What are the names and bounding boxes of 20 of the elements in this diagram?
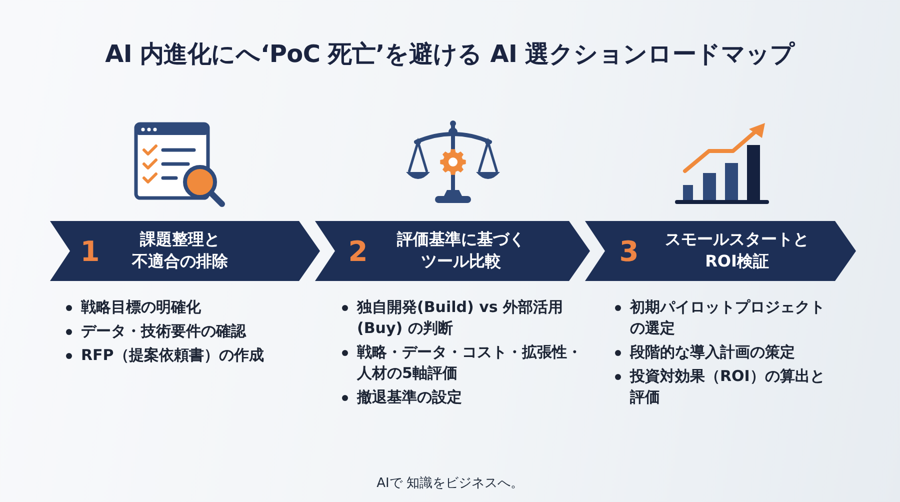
bullet-item: データ・技術要件の確認 bbox=[64, 321, 296, 342]
step-title: 評価基準に基づくツール比較 bbox=[397, 228, 525, 273]
bullet-item: 戦略・データ・コスト・拡張性・人材の5軸評価 bbox=[340, 342, 589, 384]
bullet-item: 独自開発(Build) vs 外部活用(Buy) の判断 bbox=[340, 297, 589, 339]
page-title: AI 内進化にへ‘PoC 死亡’を避ける AI 選クションロードマップ bbox=[105, 40, 795, 68]
bullet-item: 投資対効果（ROI）の算出と評価 bbox=[613, 366, 839, 408]
bullet-item: 戦略目標の明確化 bbox=[64, 297, 296, 318]
tagline: AIで 知識をビジネスへ。 bbox=[376, 475, 524, 492]
step-title: スモールスタートとROI検証 bbox=[665, 228, 809, 273]
chevron-step bbox=[585, 221, 856, 281]
step-number: 2 bbox=[348, 238, 368, 266]
step-number: 1 bbox=[80, 238, 100, 266]
bullet-item: 初期パイロットプロジェクトの選定 bbox=[613, 297, 839, 339]
bullet-item: RFP（提案依頼書）の作成 bbox=[64, 345, 296, 366]
step-title: 課題整理と不適合の排除 bbox=[132, 228, 228, 273]
bullet-item: 段階的な導入計画の策定 bbox=[613, 342, 839, 363]
bullet-item: 撤退基準の設定 bbox=[340, 387, 589, 408]
chevron-step bbox=[50, 221, 320, 281]
chevron-step bbox=[315, 221, 590, 281]
step-number: 3 bbox=[619, 238, 639, 266]
